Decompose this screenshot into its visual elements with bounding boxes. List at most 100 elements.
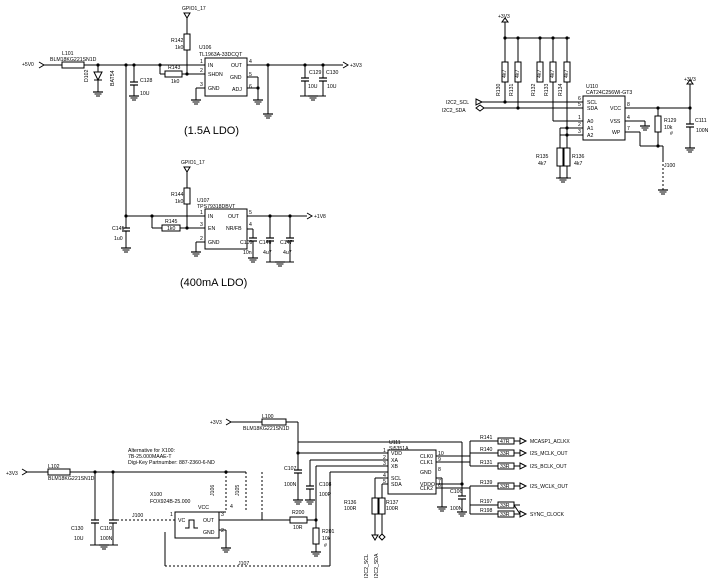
cap-val: 100N	[450, 506, 463, 512]
res-val: 4k7	[515, 70, 521, 78]
resistor-r137	[378, 497, 386, 515]
oscillator-x100	[174, 511, 220, 539]
pin-label: NR/FB	[226, 226, 242, 232]
res-val: 100R	[386, 506, 399, 512]
gpio-label: GPIO1_17	[181, 160, 205, 166]
ldo-caption: (400mA LDO)	[180, 277, 247, 289]
res-ref: R197	[480, 499, 493, 505]
pin-num: 8	[438, 467, 441, 473]
pin-num: 4	[383, 473, 386, 479]
note-line: 7B-25.000MAAE-T	[128, 454, 172, 460]
cap-ref: C130	[71, 526, 84, 532]
pin-label: XB	[391, 464, 398, 470]
net-label: I2C2_SCL	[446, 100, 469, 106]
ferrite-part: BLM18KG221SN1D	[48, 476, 95, 482]
res-val: 33R	[500, 484, 510, 490]
pin-num: 2	[200, 68, 203, 74]
res-val: 4k7	[538, 161, 546, 167]
cap-val: 10U	[308, 84, 318, 90]
ic-part: CAT24C256WI-GT3	[586, 90, 632, 96]
res-val: 10R	[293, 525, 303, 531]
res-ref: R144	[171, 192, 184, 198]
cap-val: 10U	[327, 84, 337, 90]
pin-label: VCC	[610, 106, 621, 112]
pin-label: VSS	[610, 119, 621, 125]
net-label: I2S_WCLK_OUT	[530, 484, 568, 490]
pin-num: 4	[627, 115, 630, 121]
jumper-ref: J106	[210, 485, 216, 496]
resistor-r144	[183, 187, 191, 205]
net-label: I2S_MCLK_OUT	[530, 451, 568, 457]
pin-label: A0	[587, 119, 593, 125]
res-ref: R139	[480, 480, 493, 486]
resistor-r129	[654, 115, 662, 133]
ferrite-part: BLM18KG221SN1D	[243, 426, 290, 432]
res-ref: R133	[544, 83, 550, 96]
pin-label: OUT	[203, 518, 215, 524]
pin-label: GND	[230, 75, 242, 81]
ic-part: Si5351A	[389, 446, 409, 452]
ic-u106	[204, 57, 248, 97]
cap-ref: C130	[326, 70, 339, 76]
res-ref: R136	[344, 500, 357, 506]
pin-label: GND	[208, 240, 220, 246]
note-line: Digi-Key Partnumber: 887-2360-6-ND	[128, 460, 215, 466]
pin-label: IN	[208, 63, 213, 69]
pin-label: SCL	[587, 100, 597, 106]
resistor-r135	[556, 147, 564, 167]
res-val: 4k7	[564, 70, 570, 78]
pin-num: 3	[221, 512, 224, 518]
resistor-r143	[164, 70, 183, 78]
pin-label: VC	[178, 518, 185, 524]
rail-label: +3V3	[684, 77, 696, 83]
osc-ref: X100	[150, 492, 162, 498]
pin-num: 1	[578, 115, 581, 121]
pin-num: 4	[249, 222, 252, 228]
res-ref: R200	[292, 510, 305, 516]
rail-label: +3V3	[498, 14, 510, 20]
pin-num: 10	[438, 451, 444, 457]
note-line: Alternative for X100:	[128, 448, 175, 454]
cap-ref: C106	[450, 489, 463, 495]
net-label: MCASP1_ACLKX	[530, 439, 570, 445]
ferrite-ref: L101	[62, 51, 74, 57]
pin-label: SDA	[391, 482, 402, 488]
cap-val: 10n	[243, 250, 252, 256]
cap-ref: C109	[240, 240, 253, 246]
res-val: 100R	[344, 506, 357, 512]
pin-num: 4	[249, 59, 252, 65]
pin-num: 9	[438, 457, 441, 463]
pin-label: WP	[612, 130, 621, 136]
res-note: #	[670, 131, 673, 137]
pin-label: ADJ	[232, 87, 242, 93]
res-val: 4k7	[537, 70, 543, 78]
res-ref: R130	[496, 83, 502, 96]
pin-label: XA	[391, 458, 398, 464]
pin-label: GND	[420, 470, 432, 476]
pin-num: 5	[249, 72, 252, 78]
cap-ref: C128	[140, 78, 153, 84]
cap-val: 4u7	[283, 250, 292, 256]
pin-label: IN	[208, 214, 213, 220]
pin-num: 3	[383, 461, 386, 467]
pin-label: SCL	[391, 476, 401, 482]
res-ref: R137	[386, 500, 399, 506]
cap-ref: C110	[100, 526, 112, 532]
res-ref: R141	[480, 435, 493, 441]
cap-ref: C108	[319, 482, 332, 488]
pin-label: CLK1	[420, 460, 433, 466]
resistor-r201	[312, 527, 320, 545]
res-ref: R135	[536, 154, 549, 160]
res-ref: R198	[480, 508, 493, 514]
res-val: 1k0	[171, 79, 179, 85]
res-val: 1k0	[175, 199, 183, 205]
cap-ref: C145	[112, 226, 125, 232]
rail-1v8-label: +1V8	[314, 214, 326, 220]
ldo-1v5a-section: +5V0 L101 BLM18KG221SN1D D102 BAT54 C128…	[22, 6, 362, 216]
net-label: I2C2_SDA	[374, 553, 380, 578]
cap-val: 100N	[100, 536, 113, 542]
res-ref: R132	[531, 83, 537, 96]
ic-u111	[387, 449, 437, 495]
res-ref: R142	[171, 38, 184, 44]
res-ref: R134	[558, 83, 564, 96]
